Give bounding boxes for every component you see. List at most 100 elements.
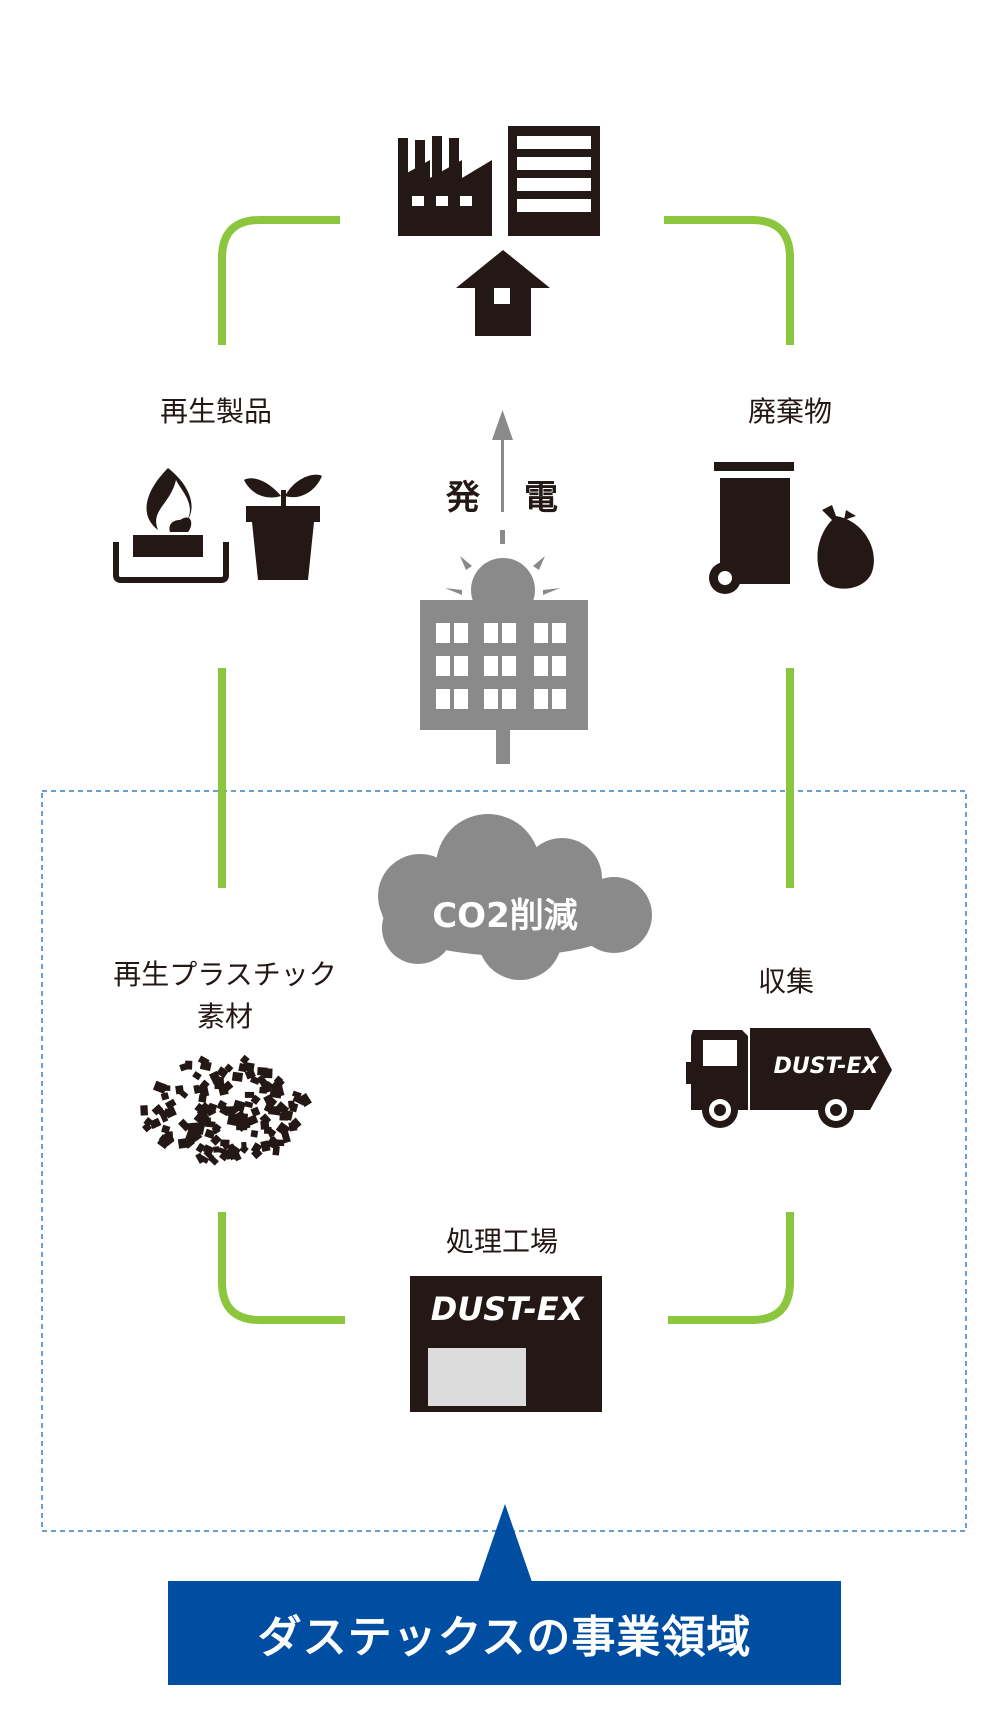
pellet [152,1080,168,1094]
sprout-pot-icon [244,474,322,580]
pellet [232,1099,246,1113]
pellet [236,1121,248,1131]
pellet [198,1085,210,1098]
pellet [214,1076,223,1090]
label-recycled-plastic: 再生プラスチック 素材 [100,953,350,1035]
processing-plant-icon [410,1276,602,1412]
pellet [177,1088,189,1099]
pellet [159,1111,169,1123]
pellet [224,1148,235,1160]
pellet [239,1144,249,1154]
plant-brand-logo: DUST-EX [430,1290,584,1328]
pellet [256,1074,269,1088]
label-co2-reduction: CO2削減 [432,896,578,936]
pellet [259,1086,268,1094]
pellet [178,1118,191,1132]
pellet [201,1117,211,1124]
cycle-line-bottom-left [218,1212,345,1324]
pellet [288,1100,295,1109]
pellet [242,1061,255,1072]
truck-brand-logo: DUST-EX [773,1054,879,1079]
pellet [193,1112,207,1125]
cycle-line-bottom-right [668,1212,794,1324]
pellet [192,1071,202,1081]
factory-icon [398,136,492,236]
house-icon [456,250,550,336]
solar-panel-icon [420,530,588,764]
up-arrow-icon [492,410,513,512]
pellet [250,1106,261,1117]
pellet [184,1060,193,1070]
label-recycled-plastic-line1: 再生プラスチック [113,958,337,991]
label-recycled-products: 再生製品 [160,395,273,428]
label-power-gen-left: 発 [446,478,480,518]
pellet [221,1080,234,1093]
cycle-lines [218,216,794,1324]
business-domain-banner: ダステックスの事業領域 [168,1581,841,1685]
pellet [251,1147,263,1160]
pellet [291,1117,302,1129]
cycle-line-top-left [218,216,340,345]
pellet [202,1144,215,1155]
pellet [250,1142,263,1154]
pellet [210,1134,222,1146]
pellet [182,1136,196,1149]
pellet [292,1094,306,1106]
pellet [160,1092,170,1101]
pellet [279,1112,289,1121]
pellet [213,1146,220,1153]
pellet [221,1141,230,1151]
pellet [204,1128,216,1140]
pellet [291,1090,302,1099]
pellet [216,1066,229,1079]
label-processing-plant: 処理工場 [446,1225,559,1258]
pellet [208,1155,219,1166]
pellet [250,1130,259,1138]
pellet [151,1103,164,1116]
pellet [257,1067,268,1076]
label-recycled-plastic-line2: 素材 [196,1000,253,1033]
pellet [272,1145,280,1156]
pellet [204,1120,216,1128]
label-power-gen-right: 電 [524,478,558,518]
label-collection: 収集 [758,965,815,998]
pellet [163,1135,175,1147]
pellet [164,1098,177,1110]
pellet [231,1149,242,1162]
pellet [199,1060,212,1072]
pellet [224,1063,234,1073]
cloud-icon [378,814,652,980]
pellet [280,1130,291,1144]
pellet [231,1071,244,1082]
pellet [216,1102,225,1111]
pellet [244,1101,254,1109]
pellet [250,1094,261,1105]
cycle-line-top-right [664,216,794,345]
pellet [259,1113,272,1126]
pellet [244,1091,255,1098]
pellet [140,1105,149,1116]
garbage-bag-icon [817,505,874,589]
pellet [218,1147,227,1155]
pellet [195,1142,206,1154]
pellet [197,1154,210,1164]
pellet [161,1124,171,1134]
garbage-truck-icon [686,1028,892,1128]
pellet [204,1104,217,1117]
pellet [187,1122,198,1132]
label-waste: 廃棄物 [748,395,833,428]
plastic-pellets-icon [140,1054,312,1166]
pellet [164,1106,177,1119]
pellet [263,1101,274,1113]
pellet [264,1125,277,1137]
pellet [143,1116,154,1127]
pellet [193,1084,201,1094]
pellet [270,1081,283,1094]
pellet [226,1109,239,1121]
banner-pointer [478,1504,532,1582]
trash-bin-icon [709,462,794,594]
burner-icon [113,468,229,583]
pellet [211,1125,221,1135]
building-icon [508,126,600,236]
